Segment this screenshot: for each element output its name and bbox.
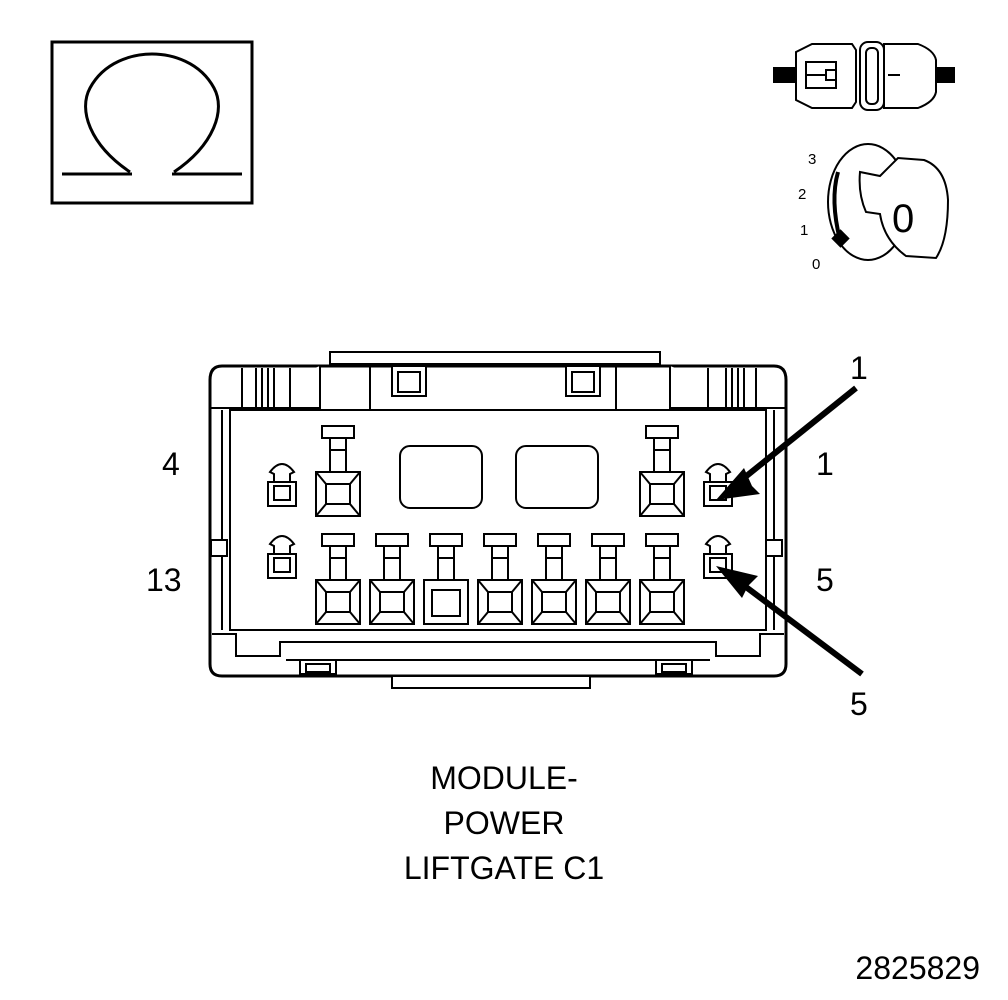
pin-label-4: 4 [162,446,180,482]
terminal-cavity-3 [315,533,361,625]
connector-title-line-2: POWER [443,805,565,841]
terminal-cavity-4 [369,533,415,625]
small-cavity-1 [267,463,297,507]
terminal-cavity-6 [477,533,523,625]
ignition-position-1: 1 [800,222,808,239]
ignition-position-2: 2 [798,186,806,203]
pin-label-13: 13 [146,562,182,598]
small-cavity-4 [703,535,733,579]
terminal-cavity-8 [585,533,631,625]
terminal-cavity-9 [639,533,685,625]
callout-arrow-pin-5 [716,566,864,677]
ohm-symbol-icon [50,40,254,205]
ignition-key-icon: 3 2 1 0 0 [798,143,950,273]
connector-title: MODULE- POWER LIFTGATE C1 [304,756,704,891]
figure-number: 2825829 [855,950,980,986]
callout-label-5: 5 [850,686,868,722]
pin-label-5: 5 [816,562,834,598]
terminal-cavity-1 [315,425,361,517]
connector-disconnected-icon [773,41,955,111]
terminal-cavity-2 [639,425,685,517]
ignition-position-3: 3 [808,151,816,168]
ignition-key-label: 0 [892,197,914,241]
callout-label-1: 1 [850,350,868,386]
connector-title-line-3: LIFTGATE C1 [403,850,605,886]
small-cavity-3 [267,535,297,579]
connector-terminal-cavities [315,425,685,625]
connector-title-line-1: MODULE- [430,760,578,796]
connector-face [208,351,788,689]
pin-label-1: 1 [816,446,834,482]
callout-arrow-pin-1 [716,385,858,500]
terminal-cavity-7 [531,533,577,625]
terminal-cavity-5 [423,533,469,625]
ignition-position-0: 0 [812,256,820,273]
